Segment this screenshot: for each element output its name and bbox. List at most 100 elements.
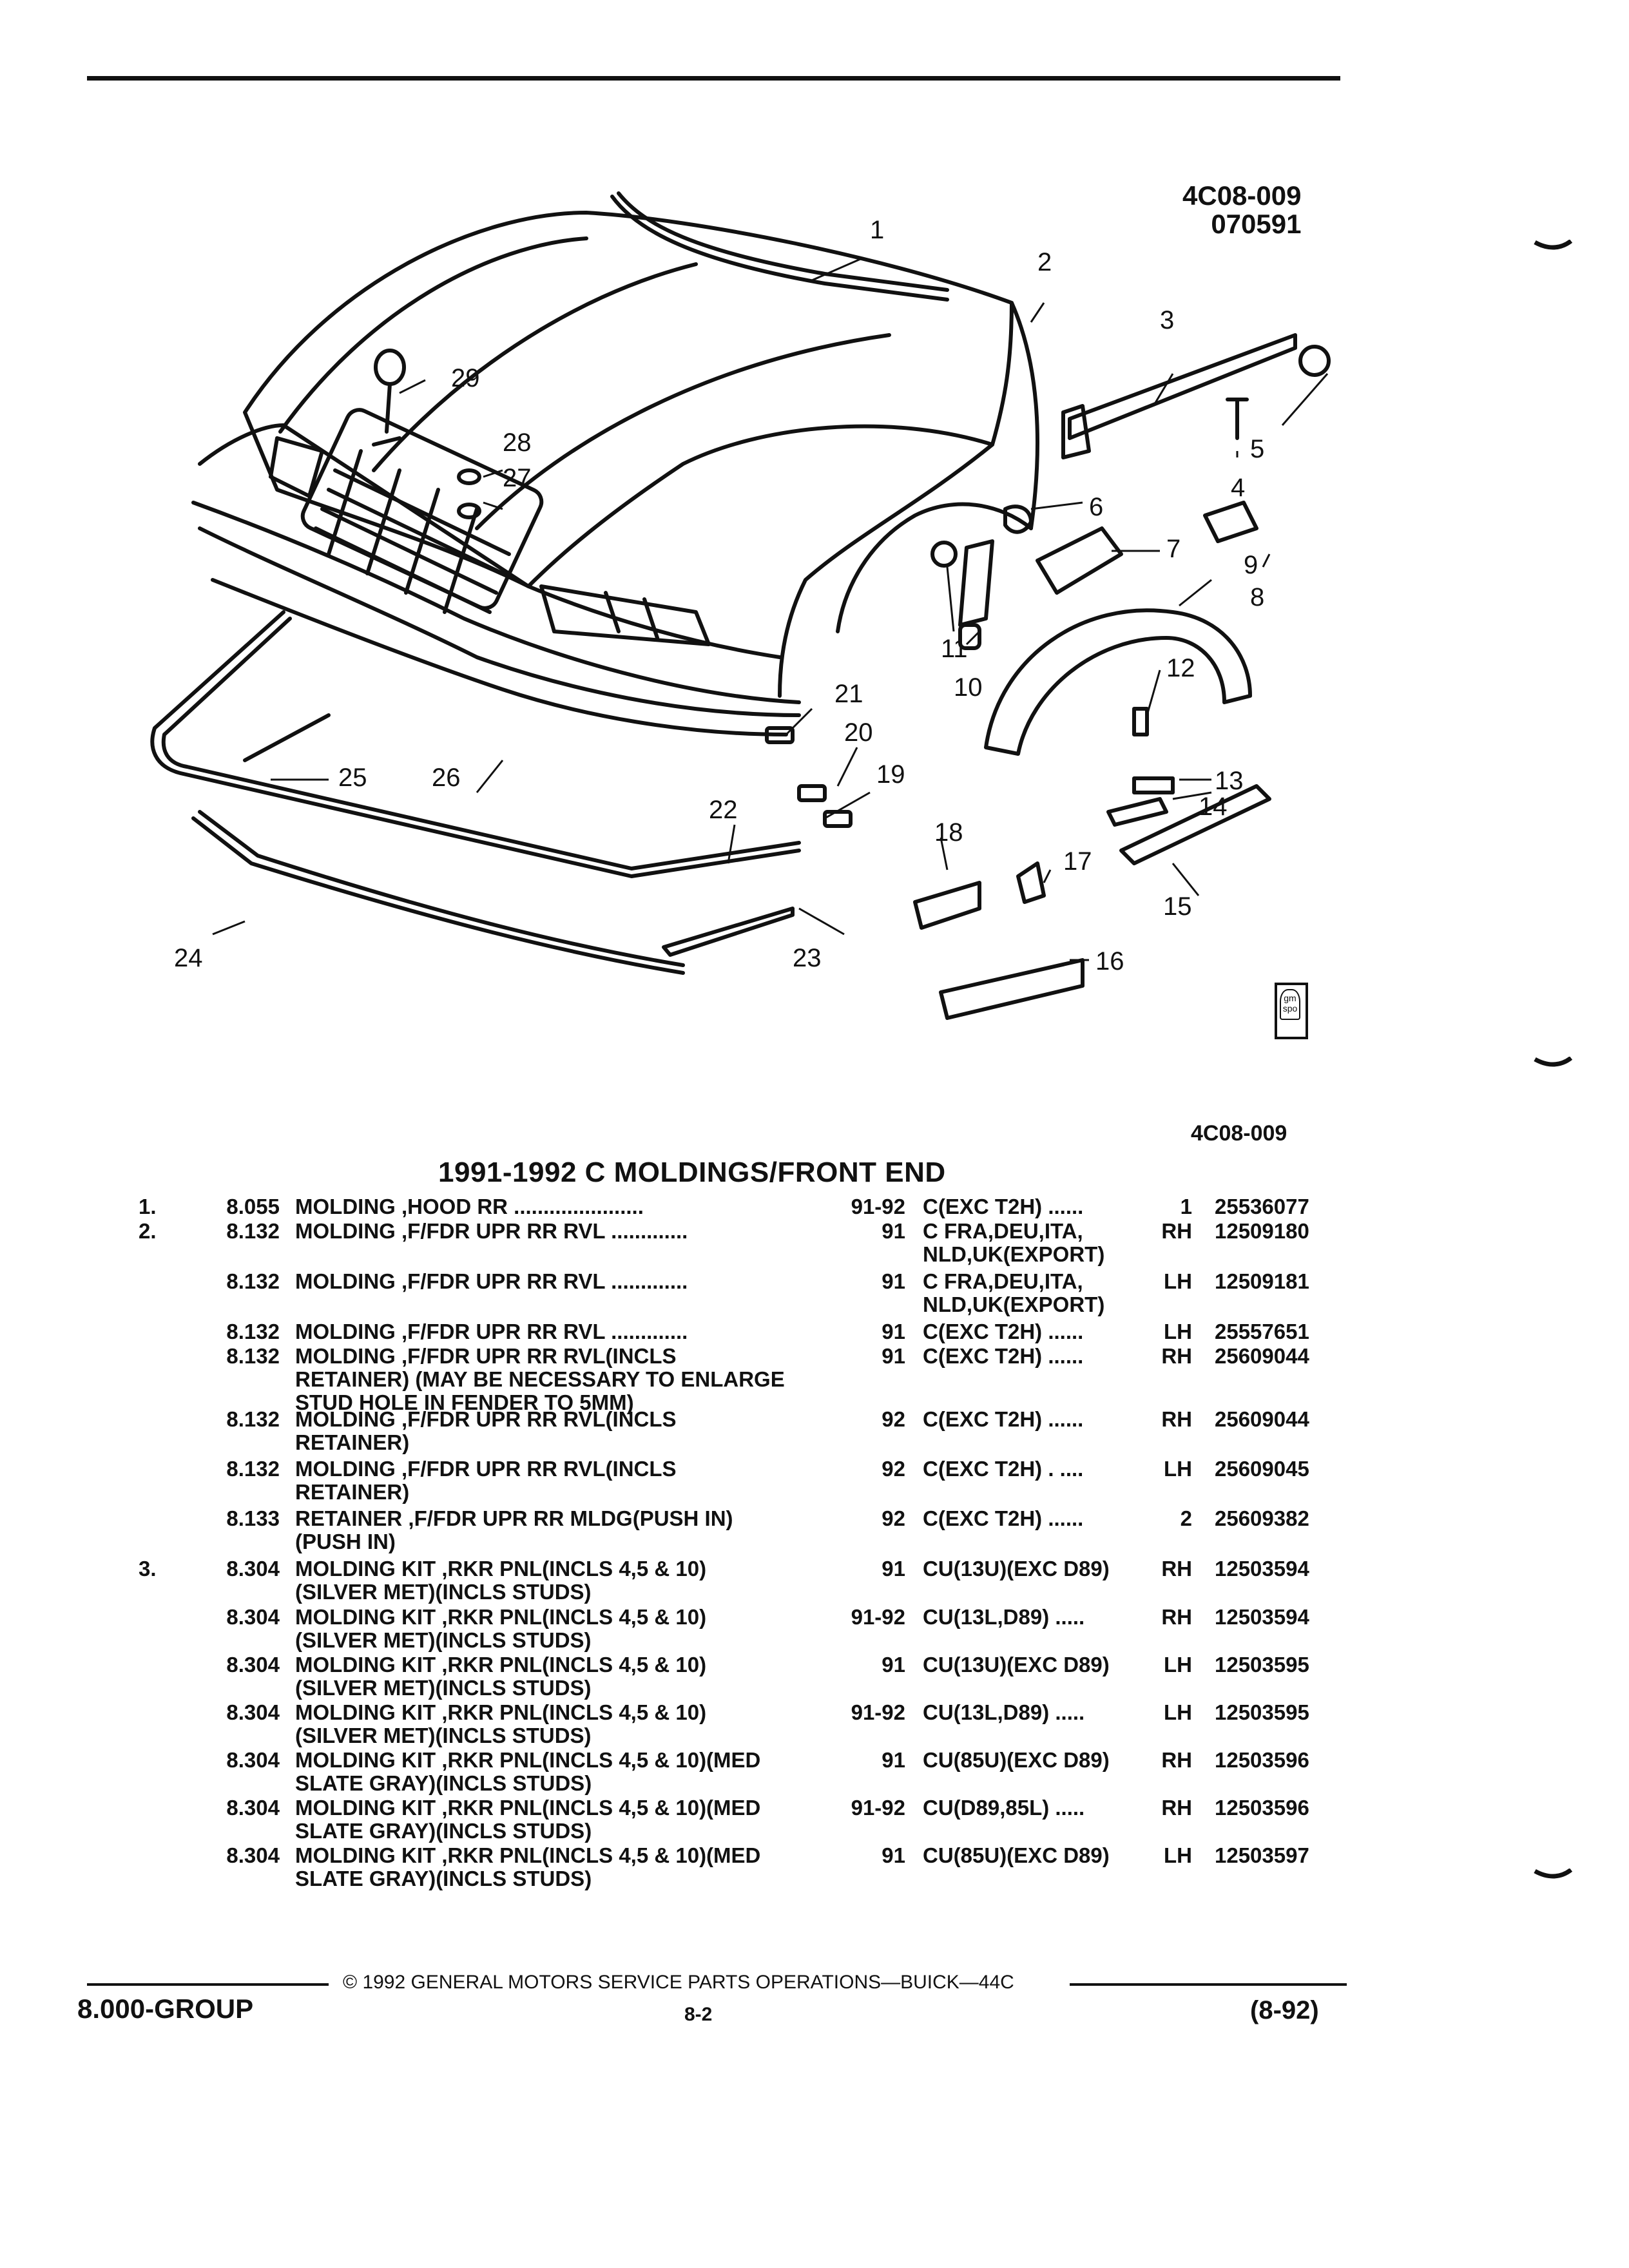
application: C FRA,DEU,ITA, NLD,UK(EXPORT): [923, 1219, 1105, 1266]
part-number: 12503597: [1215, 1843, 1309, 1867]
group-label: 8.000-GROUP: [77, 1994, 254, 2024]
part-description: MOLDING KIT ,RKR PNL(INCLS 4,5 & 10) (SI…: [295, 1557, 830, 1604]
part-name: MOLDING: [295, 1195, 396, 1218]
part-name: MOLDING KIT: [295, 1605, 436, 1629]
exploded-parts-diagram: 1 2 3 4 5 6 7 8 9 10 11 12 13 14 15 16 1…: [150, 191, 1331, 1020]
callout-23: 23: [793, 944, 822, 972]
binding-mark-bottom: [1534, 1869, 1572, 1879]
model-years: 91: [882, 1557, 905, 1581]
model-years: 92: [882, 1407, 905, 1431]
part-name: MOLDING KIT: [295, 1796, 436, 1820]
revision-date: (8-92): [1250, 1996, 1319, 2024]
page-number: 8-2: [684, 2004, 713, 2025]
part-description: MOLDING ,HOOD RR ......................: [295, 1195, 830, 1218]
callout-labels: 1 2 3 4 5 6 7 8 9 10 11 12 13 14 15 16 1…: [174, 216, 1264, 975]
copyright-notice: © 1992 GENERAL MOTORS SERVICE PARTS OPER…: [343, 1972, 1014, 1993]
part-name: MOLDING KIT: [295, 1700, 436, 1724]
part-description: MOLDING ,F/FDR UPR RR RVL .............: [295, 1320, 830, 1343]
application: C FRA,DEU,ITA, NLD,UK(EXPORT): [923, 1269, 1105, 1316]
quantity-or-side: 1: [1180, 1195, 1192, 1218]
part-name: RETAINER: [295, 1506, 403, 1530]
group-number: 8.055: [226, 1195, 280, 1218]
group-number: 8.304: [226, 1653, 280, 1677]
callout-27: 27: [503, 464, 532, 492]
part-description: MOLDING ,F/FDR UPR RR RVL(INCLS RETAINER…: [295, 1345, 830, 1414]
part-number: 12509180: [1215, 1219, 1309, 1243]
model-years: 91-92: [851, 1605, 905, 1629]
quantity-or-side: RH: [1161, 1557, 1192, 1581]
application: C(EXC T2H) . ....: [923, 1457, 1084, 1481]
callout-12: 12: [1166, 654, 1195, 682]
part-detail: ,F/FDR UPR RR RVL(INCLS RETAINER): [295, 1457, 677, 1504]
part-detail: ,RKR PNL(INCLS 4,5 & 10) (SILVER MET)(IN…: [295, 1700, 707, 1747]
part-number: 25609382: [1215, 1506, 1309, 1530]
group-number: 8.132: [226, 1457, 280, 1481]
application: CU(85U)(EXC D89): [923, 1748, 1110, 1772]
callout-24: 24: [174, 944, 203, 972]
callout-26: 26: [432, 764, 461, 792]
illustration-date: 070591: [1211, 209, 1302, 239]
section-title: 1991-1992 C MOLDINGS/FRONT END: [438, 1157, 946, 1188]
part-detail: ,HOOD RR ......................: [395, 1195, 644, 1218]
quantity-or-side: RH: [1161, 1605, 1192, 1629]
footer-rule-right: [1070, 1983, 1347, 1986]
group-number: 8.304: [226, 1748, 280, 1772]
quantity-or-side: LH: [1164, 1269, 1192, 1293]
group-number: 8.132: [226, 1269, 280, 1293]
part-name: MOLDING: [295, 1344, 396, 1368]
quantity-or-side: RH: [1161, 1796, 1192, 1820]
part-number: 25609044: [1215, 1407, 1309, 1431]
model-years: 91: [882, 1344, 905, 1368]
part-number: 25557651: [1215, 1320, 1309, 1343]
quantity-or-side: LH: [1164, 1843, 1192, 1867]
callout-2: 2: [1037, 248, 1052, 276]
footer-rule-left: [87, 1983, 329, 1986]
quantity-or-side: LH: [1164, 1700, 1192, 1724]
car-front-end-illustration: [150, 191, 1331, 1020]
quantity-or-side: RH: [1161, 1407, 1192, 1431]
part-name: MOLDING: [295, 1320, 396, 1343]
part-description: MOLDING ,F/FDR UPR RR RVL(INCLS RETAINER…: [295, 1408, 830, 1454]
group-number: 8.132: [226, 1320, 280, 1343]
part-description: MOLDING KIT ,RKR PNL(INCLS 4,5 & 10)(MED…: [295, 1796, 830, 1843]
quantity-or-side: LH: [1164, 1320, 1192, 1343]
part-description: MOLDING KIT ,RKR PNL(INCLS 4,5 & 10) (SI…: [295, 1653, 830, 1700]
callout-5: 5: [1250, 435, 1264, 463]
callout-15: 15: [1163, 892, 1192, 921]
callout-11: 11: [941, 635, 968, 663]
model-years: 91: [882, 1320, 905, 1343]
part-number: 12503596: [1215, 1796, 1309, 1820]
gm-spo-logo-text: gm spo: [1280, 989, 1300, 1020]
callout-28: 28: [503, 428, 532, 457]
part-name: MOLDING KIT: [295, 1748, 436, 1772]
part-name: MOLDING: [295, 1407, 396, 1431]
part-index: 1.: [139, 1195, 157, 1218]
application: CU(13L,D89) .....: [923, 1605, 1085, 1629]
callout-6: 6: [1089, 493, 1103, 521]
top-rule: [87, 76, 1340, 81]
part-name: MOLDING KIT: [295, 1557, 436, 1581]
callout-14: 14: [1199, 793, 1228, 821]
group-number: 8.304: [226, 1557, 280, 1581]
leader-lines: [212, 256, 1329, 961]
illustration-reference: 4C08-009 070591: [1182, 182, 1301, 238]
callout-29: 29: [451, 364, 480, 392]
part-detail: ,RKR PNL(INCLS 4,5 & 10)(MED SLATE GRAY)…: [295, 1843, 761, 1890]
section-illustration-reference: 4C08-009: [1191, 1121, 1287, 1146]
model-years: 91: [882, 1653, 905, 1677]
part-description: MOLDING KIT ,RKR PNL(INCLS 4,5 & 10)(MED…: [295, 1749, 830, 1795]
part-name: MOLDING: [295, 1219, 396, 1243]
callout-20: 20: [844, 718, 873, 747]
model-years: 92: [882, 1457, 905, 1481]
part-number: 25609045: [1215, 1457, 1309, 1481]
model-years: 91-92: [851, 1700, 905, 1724]
callout-17: 17: [1063, 847, 1092, 876]
callout-19: 19: [876, 760, 905, 789]
part-detail: ,F/FDR UPR RR RVL .............: [395, 1269, 688, 1293]
group-number: 8.304: [226, 1843, 280, 1867]
callout-21: 21: [834, 680, 863, 708]
part-number: 12503595: [1215, 1653, 1309, 1677]
quantity-or-side: 2: [1180, 1506, 1192, 1530]
part-detail: ,RKR PNL(INCLS 4,5 & 10)(MED SLATE GRAY)…: [295, 1748, 761, 1795]
binding-mark-top: [1534, 240, 1572, 250]
